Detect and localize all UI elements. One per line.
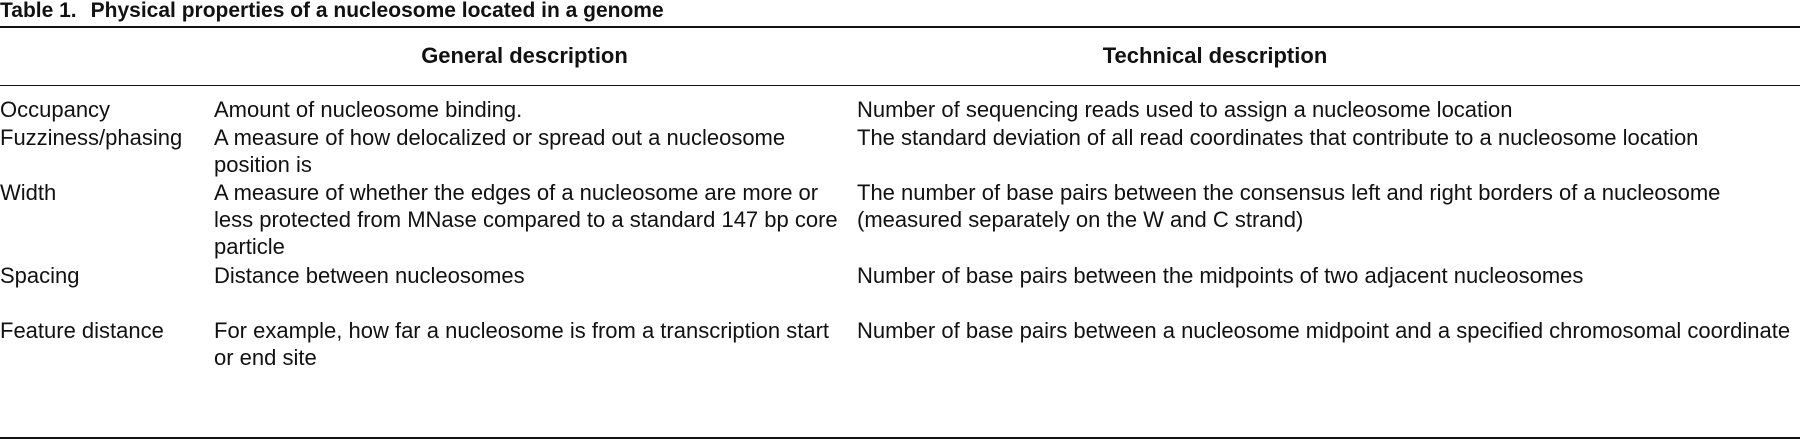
general-description-cell: A measure of how delocalized or spread o… bbox=[214, 125, 786, 177]
table-bottom-rule bbox=[0, 437, 1800, 439]
table-row: Fuzziness/phasing A measure of how deloc… bbox=[0, 124, 1800, 179]
general-description-cell: For example, how far a nucleosome is fro… bbox=[214, 318, 830, 370]
column-header-general: General description bbox=[421, 43, 628, 68]
table-number: Table 1. bbox=[0, 0, 77, 22]
table-row: Spacing Distance between nucleosomes Num… bbox=[0, 262, 1800, 317]
property-cell: Feature distance bbox=[0, 318, 164, 343]
technical-description-cell: The number of base pairs between the con… bbox=[857, 180, 1721, 232]
technical-description-cell: Number of base pairs between a nucleosom… bbox=[857, 318, 1791, 343]
property-cell: Fuzziness/phasing bbox=[0, 125, 183, 150]
property-cell: Occupancy bbox=[0, 97, 111, 122]
general-description-cell: A measure of whether the edges of a nucl… bbox=[214, 180, 838, 259]
property-cell: Width bbox=[0, 180, 57, 205]
table-caption: Table 1. Physical properties of a nucleos… bbox=[0, 0, 664, 22]
technical-description-cell: Number of base pairs between the midpoin… bbox=[857, 263, 1584, 288]
general-description-cell: Amount of nucleosome binding. bbox=[214, 97, 523, 122]
technical-description-cell: Number of sequencing reads used to assig… bbox=[857, 97, 1513, 122]
table-row: Width A measure of whether the edges of … bbox=[0, 179, 1800, 262]
technical-description-cell: The standard deviation of all read coord… bbox=[857, 125, 1699, 150]
general-description-cell: Distance between nucleosomes bbox=[214, 263, 525, 288]
table-row: Occupancy Amount of nucleosome binding. … bbox=[0, 96, 1800, 124]
table-top-rule bbox=[0, 26, 1800, 28]
table-body: Occupancy Amount of nucleosome binding. … bbox=[0, 96, 1800, 373]
table-header-rule bbox=[0, 85, 1800, 86]
property-cell: Spacing bbox=[0, 263, 80, 288]
table-row: Feature distance For example, how far a … bbox=[0, 317, 1800, 373]
column-header-technical: Technical description bbox=[1102, 43, 1328, 68]
table-title: Physical properties of a nucleosome loca… bbox=[90, 0, 664, 22]
